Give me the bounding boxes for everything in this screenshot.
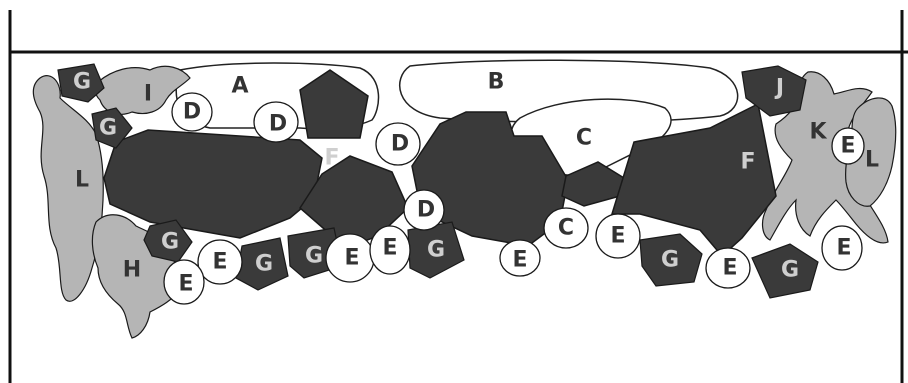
plant-e-7 <box>705 247 751 289</box>
label-e-5: E <box>512 248 527 273</box>
plant-e-4 <box>369 225 411 275</box>
label-i: I <box>144 82 152 107</box>
label-e-3: E <box>344 246 359 271</box>
label-g-3: G <box>161 230 179 255</box>
label-g-5: G <box>305 244 323 269</box>
stone-g-left <box>91 107 133 149</box>
plant-e-6 <box>595 213 641 259</box>
label-g-6: G <box>427 238 445 263</box>
label-d-4: D <box>417 198 435 223</box>
plant-c-round <box>543 207 589 249</box>
label-e-8: E <box>840 134 855 159</box>
plant-e-9 <box>821 225 863 271</box>
label-g-2: G <box>99 116 117 141</box>
stone-f-left-large <box>103 129 323 239</box>
label-e-2: E <box>178 272 193 297</box>
plant-i <box>94 65 191 115</box>
label-c-round: C <box>558 216 574 241</box>
label-d-2: D <box>269 112 287 137</box>
plant-e-8 <box>831 127 865 165</box>
label-e-9: E <box>836 236 851 261</box>
stone-g-bottom-3 <box>407 221 465 279</box>
label-f-1: F <box>324 146 339 171</box>
label-g-7: G <box>661 248 679 273</box>
plant-d-2 <box>253 101 299 143</box>
label-l-left: L <box>75 168 89 193</box>
plant-e-2 <box>163 259 205 305</box>
plant-e-1 <box>197 239 243 285</box>
label-e-6: E <box>610 224 625 249</box>
label-b: B <box>488 70 505 95</box>
plant-l-left <box>32 75 104 302</box>
label-e-1: E <box>212 250 227 275</box>
label-g-1: G <box>73 70 91 95</box>
stone-j <box>741 65 807 117</box>
stone-g-bottom-4 <box>639 233 703 287</box>
label-g-4: G <box>255 252 273 277</box>
stone-g-bottom-5 <box>751 243 819 299</box>
label-k: K <box>809 120 827 145</box>
label-g-8: G <box>781 258 799 283</box>
stone-f-right-large <box>610 102 777 258</box>
stone-f-pentagon-top <box>299 69 369 139</box>
label-j: J <box>774 76 784 101</box>
label-d-3: D <box>391 132 409 157</box>
label-d-1: D <box>183 100 201 125</box>
plant-d-3 <box>375 122 421 166</box>
plant-e-5 <box>499 239 541 277</box>
plant-d-1 <box>171 92 213 132</box>
label-f-2: F <box>740 150 755 175</box>
label-l-right: L <box>865 148 879 173</box>
label-a: A <box>231 74 248 99</box>
label-e-4: E <box>382 236 397 261</box>
plant-d-4 <box>403 189 445 231</box>
label-c-area: C <box>576 126 592 151</box>
stone-g-top-left <box>57 63 105 103</box>
label-h: H <box>123 258 141 283</box>
label-e-7: E <box>722 256 737 281</box>
